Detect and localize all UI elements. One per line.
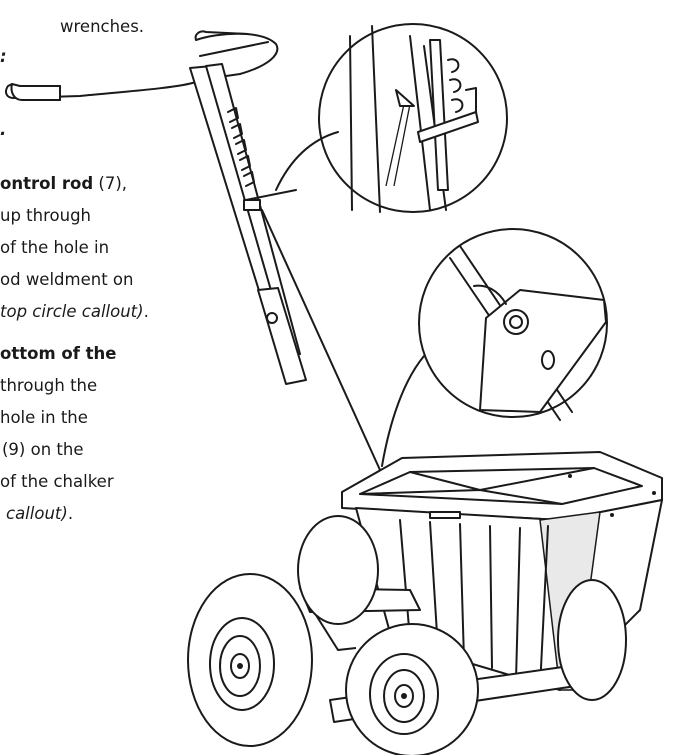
front-right-wheel: [345, 623, 479, 755]
text-line: :: [0, 47, 7, 66]
text-line: .: [0, 120, 7, 139]
rear-right-wheel: [557, 579, 627, 701]
rear-wheel: [297, 515, 379, 625]
top-circle-callout: [275, 23, 508, 213]
handle-shaft: [189, 63, 381, 471]
text-line: wrenches.: [60, 17, 145, 36]
front-left-wheel: [187, 573, 313, 747]
bottom-circle-callout: [381, 228, 608, 467]
handle: [5, 30, 279, 101]
